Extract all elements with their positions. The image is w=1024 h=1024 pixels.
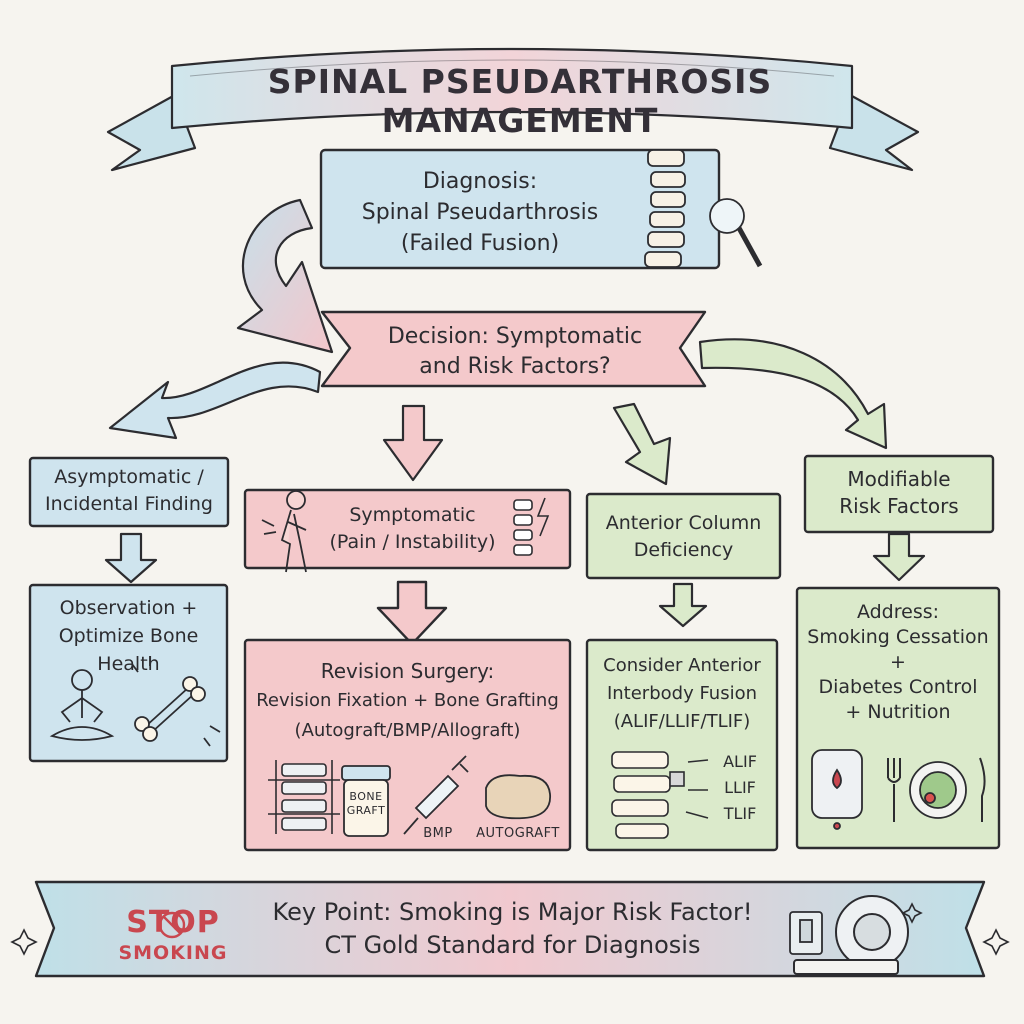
symptomatic-text: Symptomatic (Pain / Instability) bbox=[315, 502, 510, 556]
arrow-to-symptomatic bbox=[382, 404, 444, 482]
curved-arrow-diagnosis bbox=[236, 198, 334, 354]
arrow-asym-down bbox=[104, 532, 158, 584]
no-smoking-icon bbox=[158, 911, 186, 939]
fixation-hardware-icon bbox=[268, 760, 340, 834]
interbody-spine-icon bbox=[611, 751, 709, 839]
diagnosis-text: Diagnosis: Spinal Pseudarthrosis (Failed… bbox=[330, 166, 630, 259]
diagnosis-line-1: Diagnosis: bbox=[422, 169, 538, 194]
observation-line-2: Optimize Bone bbox=[58, 625, 199, 647]
page-title: SPINAL PSEUDARTHROSIS MANAGEMENT bbox=[267, 62, 773, 140]
diagnosis-line-3: (Failed Fusion) bbox=[400, 231, 560, 256]
approach-label-tlif: TLIF bbox=[723, 804, 757, 823]
person-pain-icon bbox=[261, 490, 307, 573]
bone-graft-jar-icon bbox=[341, 765, 391, 837]
decision-line-1: Decision: Symptomatic bbox=[387, 324, 643, 349]
modifiable-text: Modifiable Risk Factors bbox=[805, 466, 993, 520]
anterior-line-2: Deficiency bbox=[633, 539, 734, 561]
revision-text: Revision Surgery: Revision Fixation + Bo… bbox=[245, 656, 570, 746]
glucometer-icon bbox=[811, 749, 863, 830]
asymptomatic-line-2: Incidental Finding bbox=[45, 493, 213, 515]
bmp-label: BMP bbox=[423, 826, 453, 841]
bone-icon bbox=[131, 656, 221, 747]
anterior-text: Anterior Column Deficiency bbox=[587, 510, 780, 564]
interbody-approach-labels: ALIF LLIF TLIF bbox=[710, 749, 770, 827]
arrow-to-modifiable bbox=[698, 338, 888, 450]
arrow-to-anterior bbox=[612, 402, 672, 486]
xray-viewer-icon bbox=[789, 911, 823, 955]
modifiable-line-1: Modifiable bbox=[847, 467, 951, 491]
symptomatic-line-1: Symptomatic bbox=[349, 504, 476, 526]
syringe-icon bbox=[403, 755, 469, 835]
observation-box bbox=[28, 583, 229, 763]
meditation-icon bbox=[49, 669, 115, 741]
title-ribbon bbox=[106, 47, 920, 172]
asymptomatic-box bbox=[28, 456, 230, 528]
arrow-mod-down bbox=[872, 532, 926, 582]
decision-banner bbox=[320, 310, 707, 388]
arrow-sym-down bbox=[376, 580, 448, 646]
address-line-2: Smoking Cessation bbox=[807, 626, 989, 648]
symptomatic-box bbox=[243, 488, 572, 570]
key-point-line-2: CT Gold Standard for Diagnosis bbox=[324, 931, 701, 959]
revision-line-1: Revision Surgery: bbox=[320, 659, 495, 683]
smoking-sign-text: SMOKING bbox=[118, 942, 228, 964]
sparkle-icons bbox=[10, 902, 1010, 956]
anterior-box bbox=[585, 492, 782, 580]
ribbon-main bbox=[170, 47, 854, 130]
revision-line-2: Revision Fixation + Bone Grafting bbox=[256, 690, 559, 711]
address-line-3: + bbox=[890, 651, 906, 673]
modifiable-line-2: Risk Factors bbox=[839, 494, 959, 518]
address-line-5: + Nutrition bbox=[845, 701, 951, 723]
autograft-label: AUTOGRAFT bbox=[476, 826, 560, 841]
key-point-line-1: Key Point: Smoking is Major Risk Factor! bbox=[272, 898, 753, 926]
observation-line-3: Health bbox=[97, 653, 160, 675]
arrow-to-asymptomatic bbox=[108, 361, 322, 440]
address-line-1: Address: bbox=[856, 601, 940, 623]
interbody-box bbox=[585, 638, 779, 852]
autograft-icon bbox=[485, 774, 551, 820]
modifiable-box bbox=[803, 454, 995, 534]
address-text: Address: Smoking Cessation + Diabetes Co… bbox=[797, 600, 999, 725]
interbody-line-3: (ALIF/LLIF/TLIF) bbox=[613, 711, 751, 732]
interbody-line-2: Interbody Fusion bbox=[606, 683, 758, 704]
knife-icon bbox=[979, 757, 986, 822]
ct-scanner-icon bbox=[793, 895, 909, 975]
fork-icon bbox=[887, 758, 901, 822]
approach-label-llif: LLIF bbox=[724, 778, 756, 797]
anterior-line-1: Anterior Column bbox=[605, 512, 762, 534]
footer-banner bbox=[34, 880, 986, 978]
observation-line-1: Observation + bbox=[59, 597, 198, 619]
revision-line-3: (Autograft/BMP/Allograft) bbox=[294, 720, 521, 741]
key-point-text: Key Point: Smoking is Major Risk Factor!… bbox=[240, 896, 785, 962]
arrow-ant-down bbox=[658, 582, 708, 628]
stop-sign-text: STOP bbox=[126, 905, 220, 940]
jar-label-line-2: GRAFT bbox=[346, 804, 386, 817]
jar-label-line-1: BONE bbox=[349, 790, 383, 803]
decision-line-2: and Risk Factors? bbox=[419, 354, 611, 379]
approach-label-alif: ALIF bbox=[723, 752, 757, 771]
bone-graft-jar-label: BONE GRAFT bbox=[344, 790, 388, 818]
address-line-4: Diabetes Control bbox=[818, 676, 978, 698]
decision-text: Decision: Symptomatic and Risk Factors? bbox=[350, 322, 680, 382]
interbody-text: Consider Anterior Interbody Fusion (ALIF… bbox=[587, 652, 777, 736]
spine-lightning-icon bbox=[513, 497, 550, 556]
diagnosis-line-2: Spinal Pseudarthrosis bbox=[361, 200, 599, 225]
asymptomatic-line-1: Asymptomatic / bbox=[54, 466, 204, 488]
symptomatic-line-2: (Pain / Instability) bbox=[329, 531, 496, 553]
salad-plate-icon bbox=[909, 761, 967, 819]
spine-magnifier-icon bbox=[644, 149, 763, 268]
observation-text: Observation + Optimize Bone Health bbox=[30, 594, 227, 678]
interbody-line-1: Consider Anterior bbox=[603, 655, 761, 676]
asymptomatic-text: Asymptomatic / Incidental Finding bbox=[30, 464, 228, 518]
